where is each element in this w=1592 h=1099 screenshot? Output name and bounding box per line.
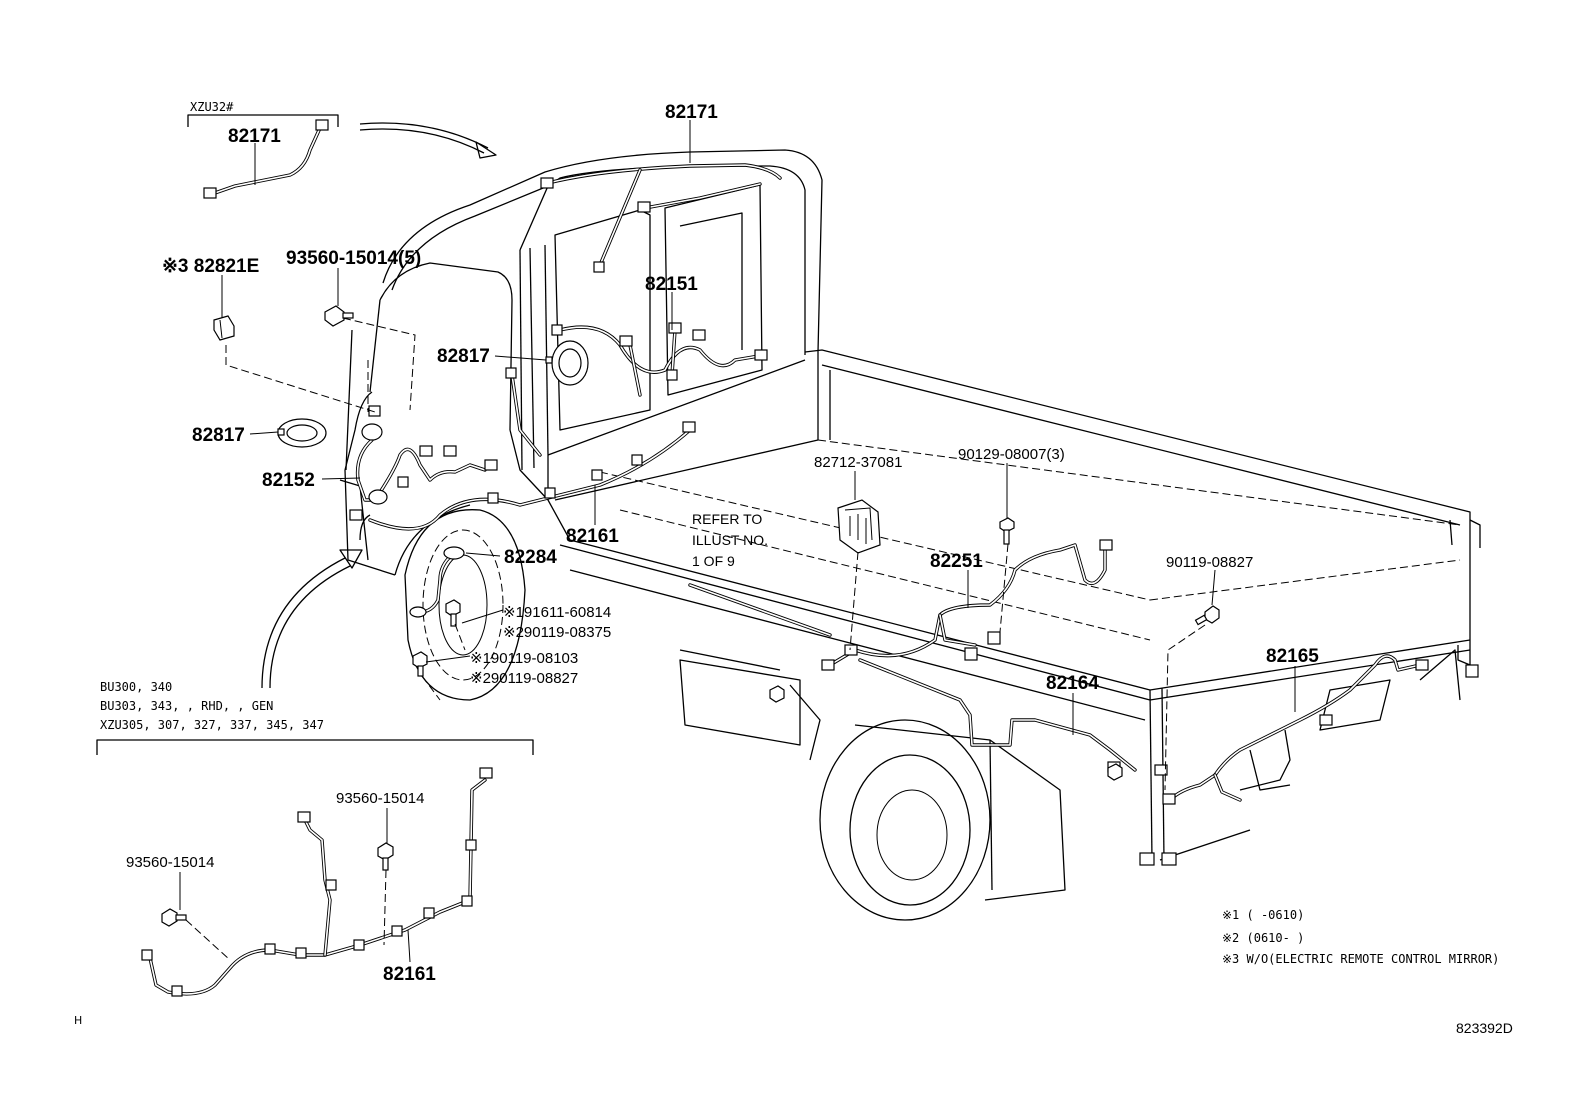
part-label-82165: 82165 [1266, 646, 1319, 667]
part-label-82821E: ※3 82821E [162, 256, 259, 277]
bolt-90129-08007 [999, 517, 1015, 545]
corner-mark: H [74, 1014, 82, 1027]
arrow-xzu32-to-roof [359, 122, 497, 159]
bolt-90119-08103 [412, 651, 428, 677]
labels: XZU32# 82171 82171 ※3 82821E 93560-15014… [74, 100, 1513, 1036]
inset-xzu32-bracket [187, 114, 339, 127]
harness-82152 [349, 405, 498, 521]
harness-82171-main [540, 163, 782, 273]
relay-82712-37081 [837, 499, 881, 554]
part-label-90119-08375: ※290119-08375 [503, 624, 611, 641]
refer-text-line-1: REFER TO [692, 511, 762, 527]
footnote-2: ※2 (0610- ) [1222, 931, 1304, 945]
cargo-bed [547, 349, 1481, 861]
refer-part-line [688, 583, 832, 637]
bolt-91611-60814 [445, 599, 461, 627]
part-label-82284: 82284 [504, 547, 557, 568]
bolt-90119-08827-right [1194, 605, 1220, 626]
bolt-rear-frame [1107, 763, 1123, 781]
harness-82151 [551, 322, 768, 397]
part-label-82171-inset: 82171 [228, 126, 281, 147]
part-label-91611-60814: ※191611-60814 [503, 604, 611, 621]
grommet-82817-upper [545, 340, 589, 386]
variant-group-line-1: BU300, 340 [100, 680, 172, 694]
part-label-82161-inset: 82161 [383, 964, 436, 985]
leader-lines [179, 120, 1296, 963]
refer-text-line-2: ILLUST NO. [692, 532, 768, 548]
bolt-left-frame [769, 685, 785, 703]
part-label-93560-15014-inset-a: 93560-15014 [126, 854, 214, 871]
variant-label-xzu32: XZU32# [190, 100, 234, 114]
clip-82821E [213, 315, 235, 341]
part-label-90119-08827-right: 90119-08827 [1166, 554, 1253, 571]
bolt-inset-a [161, 908, 187, 927]
harness-82171-inset [203, 119, 329, 199]
part-label-82712-37081: 82712-37081 [814, 454, 902, 471]
part-label-82171-main: 82171 [665, 102, 718, 123]
harness-82251 [821, 539, 1113, 671]
bolt-inset-b [377, 842, 394, 871]
harness-82284 [409, 546, 465, 618]
grommet-82817-left [277, 418, 327, 448]
part-label-90119-08103: ※190119-08103 [470, 650, 578, 667]
bolt-93560-15014-cab [324, 305, 354, 327]
chassis-parts [679, 649, 1479, 866]
part-label-82817-upper: 82817 [437, 346, 490, 367]
footnote-3: ※3 W/O(ELECTRIC REMOTE CONTROL MIRROR) [1222, 952, 1499, 966]
part-label-93560-15014-5: 93560-15014(5) [286, 248, 421, 269]
part-label-82152: 82152 [262, 470, 315, 491]
footnote-1: ※1 ( -0610) [1222, 908, 1304, 922]
harness-82161-main [368, 367, 696, 531]
part-label-90119-08827-left: ※290119-08827 [470, 670, 578, 687]
part-label-82161-main: 82161 [566, 526, 619, 547]
variant-group-line-3: XZU305, 307, 327, 337, 345, 347 [100, 718, 324, 732]
inset-bu300-bracket [96, 739, 534, 755]
part-label-82151: 82151 [645, 274, 698, 295]
part-label-82817-left: 82817 [192, 425, 245, 446]
rear-wheel [819, 719, 1066, 921]
harness-82161-inset [141, 767, 493, 997]
harness-82164 [858, 658, 1168, 776]
refer-text-line-3: 1 OF 9 [692, 553, 735, 569]
variant-group-line-2: BU303, 343, , RHD, , GEN [100, 699, 273, 713]
harness-82165 [1162, 654, 1429, 805]
part-label-93560-15014-inset-b: 93560-15014 [336, 790, 424, 807]
part-label-82251: 82251 [930, 551, 983, 572]
arrow-inset-to-cab [261, 549, 363, 689]
part-label-90129-08007-3: 90129-08007(3) [958, 446, 1065, 463]
part-label-82164: 82164 [1046, 673, 1099, 694]
diagram-id: 823392D [1456, 1020, 1513, 1036]
